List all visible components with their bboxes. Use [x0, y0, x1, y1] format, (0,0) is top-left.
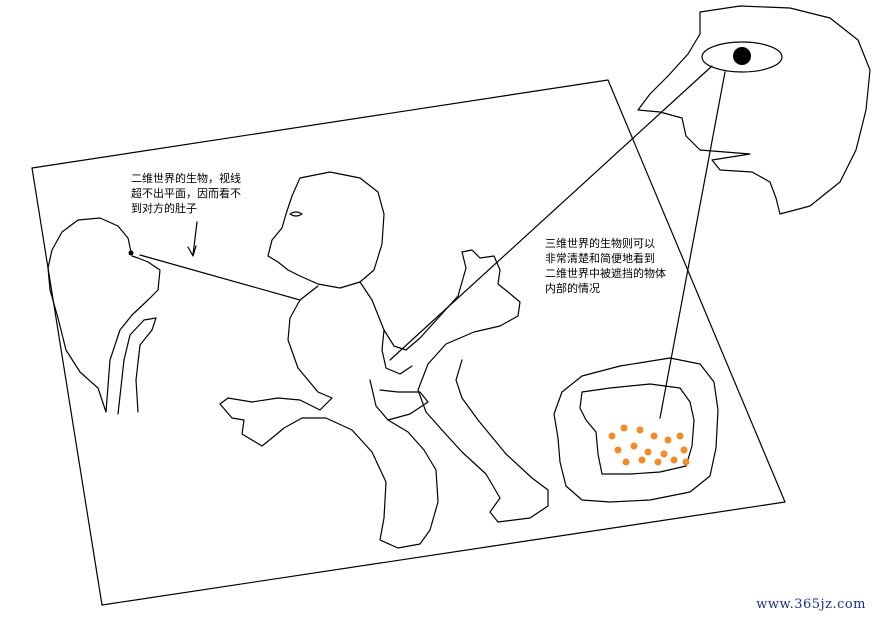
- left-creature-outline: [47, 217, 161, 415]
- orange-dot: [670, 456, 678, 464]
- outer-box: [553, 357, 719, 503]
- orange-dot: [650, 432, 658, 440]
- orange-dot: [676, 432, 684, 440]
- orange-dot: [622, 458, 630, 466]
- hidden-contents: [608, 424, 690, 466]
- big-creature-outline: [219, 171, 549, 549]
- orange-dot: [664, 436, 672, 444]
- three-d-eye: [701, 41, 783, 73]
- orange-dot: [608, 432, 616, 440]
- two-d-pointer: [192, 221, 198, 256]
- orange-dot: [644, 448, 652, 456]
- orange-dot: [654, 458, 662, 466]
- three-d-sight-line-body: [389, 65, 713, 361]
- two-d-pointer-head: [187, 245, 197, 257]
- three-d-head-outline: [637, 5, 871, 215]
- two-d-annotation: 二维世界的生物，视线 超不出平面，因而看不 到对方的肚子: [131, 172, 241, 215]
- three-d-sight-line-box: [659, 71, 726, 419]
- two-d-sight-line: [139, 254, 301, 301]
- left-creature-eye: [128, 250, 134, 256]
- big-creature-eye: [289, 211, 303, 217]
- orange-dot: [614, 446, 622, 454]
- orange-dot: [638, 456, 646, 464]
- orange-dot: [682, 458, 690, 466]
- flat-plane: [31, 79, 786, 606]
- watermark: www.365jz.com: [756, 597, 866, 612]
- three-d-annotation: 三维世界的生物则可以 非常清楚和简便地看到 二维世界中被遮挡的物体 内部的情况: [545, 237, 666, 295]
- orange-dot: [630, 442, 638, 450]
- orange-dot: [620, 424, 628, 432]
- three-d-pupil: [733, 47, 751, 65]
- orange-dot: [636, 426, 644, 434]
- inner-box: [579, 383, 695, 475]
- orange-dot: [660, 450, 668, 458]
- orange-dot: [680, 446, 688, 454]
